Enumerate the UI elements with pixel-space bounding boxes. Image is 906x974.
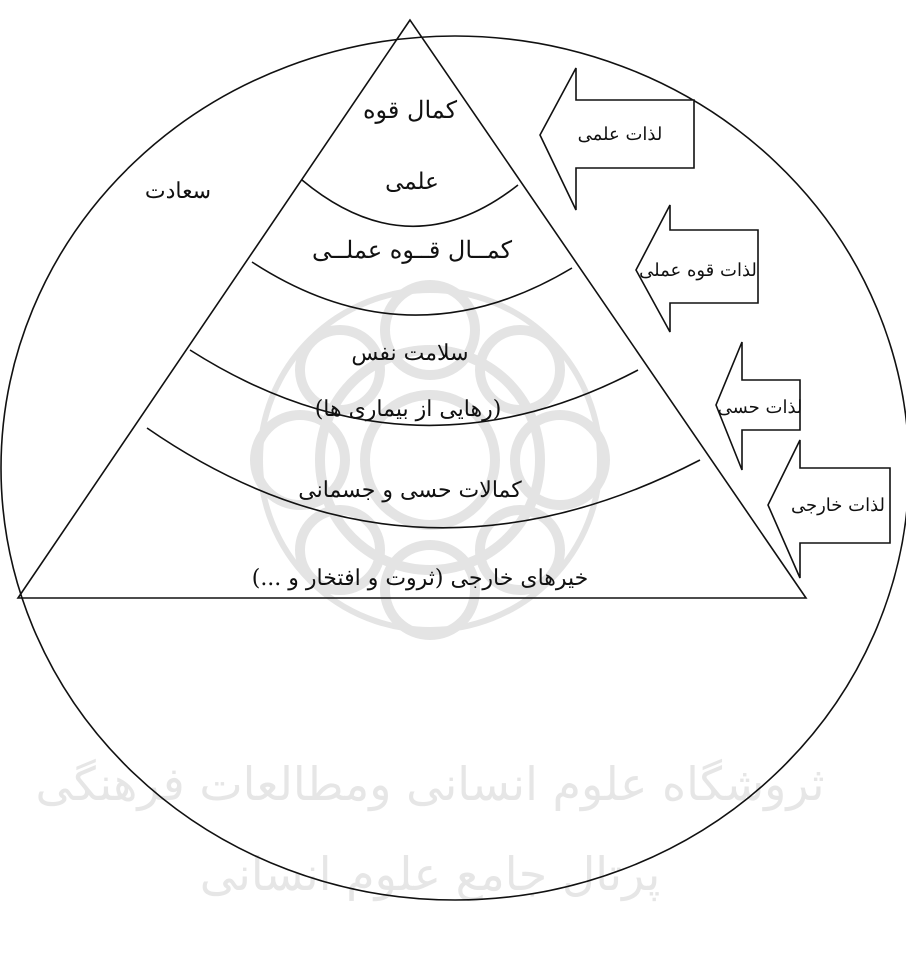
level-1-line-1: کمال قوه [363,96,458,124]
pyramid-level-dividers [146,179,701,529]
level-2-line-1: کمــال قــوه عملــی [312,236,513,264]
level-5-line-1: خیرهای خارجی (ثروت و افتخار و ...) [252,566,589,591]
divider-arc-1 [301,179,519,228]
watermark-line-2: پرتال جامع علوم انسانی [200,847,661,902]
divider-arc-2 [251,261,573,316]
happiness-label: سعادت [145,179,211,204]
arrow-external-pleasure [767,439,891,579]
arrow-external-pleasure-label: لذات خارجی [791,495,885,516]
level-1-line-2: علمی [385,169,439,195]
watermark-line-1: ثروشگاه علوم انسانی ومطالعات فرهنگی [35,757,824,812]
watermark-ornament [250,280,610,640]
arrow-intellectual-pleasure-label: لذات علمی [578,124,663,145]
divider-arc-3 [189,349,639,427]
happiness-circle [0,35,906,901]
pleasure-arrows [539,67,891,579]
pyramid-triangle [16,18,808,599]
level-4-line-1: کمالات حسی و جسمانی [298,478,522,503]
arrow-sensory-pleasure [715,341,801,471]
divider-arc-4 [146,427,701,529]
arrow-sensory-pleasure-label: لذات حسی [718,397,803,418]
level-3-line-1: سلامت نفس [351,341,468,366]
arrow-practical-pleasure [635,204,759,333]
arrow-intellectual-pleasure [539,67,695,211]
arrow-practical-pleasure-label: لذات قوه عملی [639,260,757,281]
level-3-line-2: (رهایی از بیماری ها) [315,397,502,422]
